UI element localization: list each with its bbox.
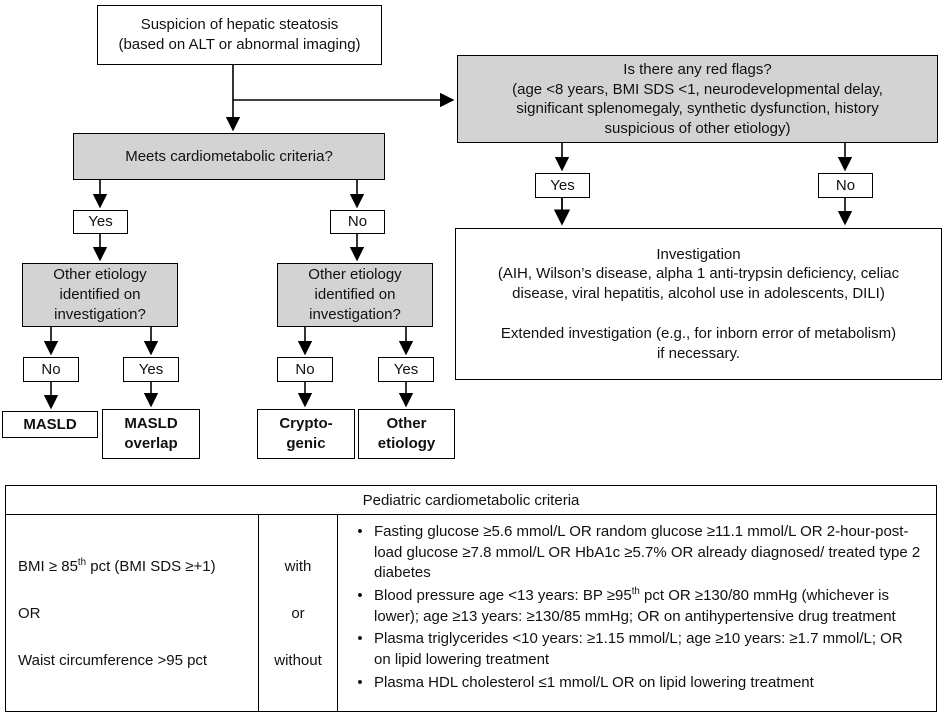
bullet-dot: • [357, 630, 363, 648]
investigation-box: Investigation (AIH, Wilson’s disease, al… [455, 228, 942, 380]
bmi-text: BMI ≥ 85 [18, 557, 78, 575]
other-etiology-box: Other etiology [358, 409, 455, 459]
bmi-text-post: pct (BMI SDS ≥+1) [86, 557, 216, 575]
criteria-table: Pediatric cardiometabolic criteria BMI ≥… [5, 485, 937, 712]
yes-box-redflags: Yes [535, 173, 590, 198]
criterion-item-blood-pressure: • Blood pressure age <13 years: BP ≥95th… [346, 586, 922, 627]
or-label: OR [18, 604, 41, 622]
criterion-item-triglycerides: • Plasma triglycerides <10 years: ≥1.15 … [346, 629, 922, 670]
red-flags-box: Is there any red flags? (age <8 years, B… [457, 55, 938, 143]
bullet-dot: • [357, 587, 363, 605]
masld-overlap-box: MASLD overlap [102, 409, 200, 459]
bullet-dot: • [357, 523, 363, 540]
without-label: without [274, 651, 322, 669]
criteria-cell: • Fasting glucose ≥5.6 mmol/L OR random … [338, 515, 936, 711]
criterion-text: Plasma triglycerides <10 years: ≥1.15 mm… [374, 630, 903, 669]
yes-box-right: Yes [378, 357, 434, 382]
no-box-left: No [23, 357, 79, 382]
with-label: with [284, 557, 312, 575]
criteria-table-body: BMI ≥ 85th pct (BMI SDS ≥+1) OR Waist ci… [6, 515, 936, 711]
yes-box-cardiometabolic: Yes [73, 210, 128, 234]
criteria-table-title: Pediatric cardiometabolic criteria [6, 486, 936, 515]
no-box-right: No [277, 357, 333, 382]
no-box-redflags: No [818, 173, 873, 198]
cryptogenic-box: Crypto- genic [257, 409, 355, 459]
yes-box-left: Yes [123, 357, 179, 382]
criterion-item-hdl: • Plasma HDL cholesterol ≤1 mmol/L OR on… [346, 673, 922, 694]
criterion-text: Blood pressure age <13 years: BP ≥95th p… [374, 586, 896, 625]
connector-cell: with or without [258, 515, 338, 711]
bmi-criterion: BMI ≥ 85th pct (BMI SDS ≥+1) [18, 556, 250, 575]
criterion-item-glucose: • Fasting glucose ≥5.6 mmol/L OR random … [346, 522, 922, 584]
criterion-text: Fasting glucose ≥5.6 mmol/L OR random gl… [374, 523, 921, 582]
masld-box: MASLD [2, 411, 98, 438]
bmi-superscript: th [77, 556, 87, 568]
meets-criteria-box: Meets cardiometabolic criteria? [73, 133, 385, 180]
bullet-dot: • [357, 673, 363, 691]
anthropometric-cell: BMI ≥ 85th pct (BMI SDS ≥+1) OR Waist ci… [6, 515, 258, 711]
other-etiology-question-right: Other etiology identified on investigati… [277, 263, 433, 327]
criterion-text: Plasma HDL cholesterol ≤1 mmol/L OR on l… [374, 673, 814, 691]
start-box: Suspicion of hepatic steatosis (based on… [97, 5, 382, 65]
waist-criterion: Waist circumference >95 pct [18, 651, 208, 669]
other-etiology-question-left: Other etiology identified on investigati… [22, 263, 178, 327]
or-label: or [291, 604, 305, 622]
no-box-cardiometabolic: No [330, 210, 385, 234]
